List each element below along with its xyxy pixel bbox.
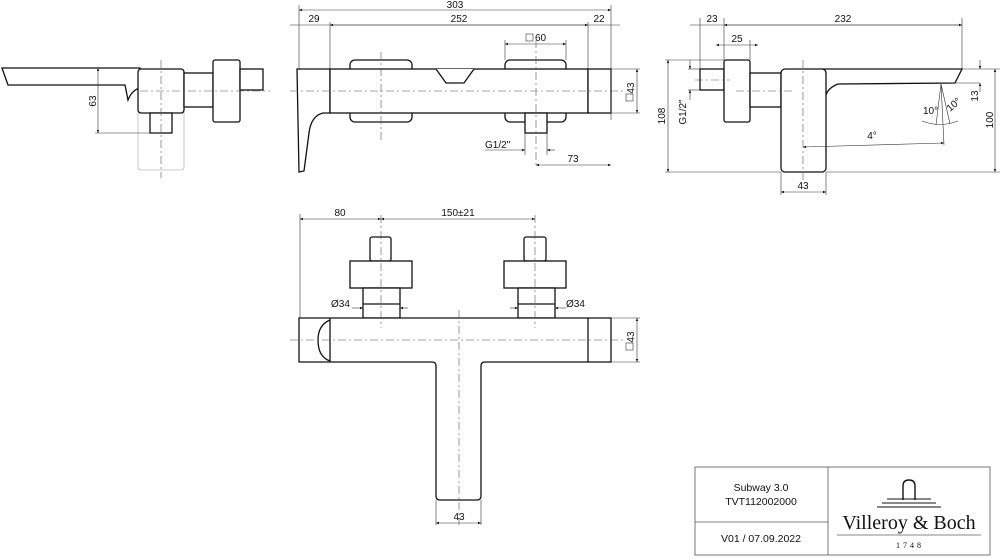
- product-name: Subway 3.0: [734, 482, 789, 494]
- dim-63: 63: [88, 95, 99, 107]
- left-side-view: 63: [1, 59, 270, 178]
- dim-232: 232: [835, 14, 852, 25]
- right-side-view: 23 232 25 108 G1/2" 13 100 10° 10° 4° 43: [657, 14, 1000, 195]
- left-neck: [362, 287, 401, 319]
- dim-13: 13: [970, 90, 981, 102]
- square-symbol: [525, 33, 534, 42]
- body: [780, 68, 827, 173]
- dim-108: 108: [657, 107, 668, 124]
- dim-g12: G1/2": [678, 99, 689, 125]
- product-code: TVT112002000: [725, 496, 797, 508]
- dim-150: 150±21: [441, 208, 475, 219]
- dim-23: 23: [706, 14, 718, 25]
- version-date: V01 / 07.09.2022: [721, 533, 801, 545]
- spout: [296, 68, 331, 173]
- dim-60: 60: [535, 33, 547, 44]
- connector: [183, 72, 214, 108]
- dim-80: 80: [334, 208, 346, 219]
- left-handle-stub: [369, 236, 392, 262]
- dim-43-bottom: 43: [453, 512, 465, 523]
- lower-body-outline: [137, 112, 185, 171]
- spout: [821, 68, 964, 96]
- top-view: 303 29 252 22 60 G1/2" 73 43: [290, 0, 640, 173]
- dim-252: 252: [451, 14, 468, 25]
- dim-100: 100: [985, 111, 996, 128]
- diverter: [435, 68, 475, 84]
- dim-43: 43: [797, 181, 809, 192]
- title-block: Subway 3.0 TVT112002000 V01 / 07.09.2022…: [694, 466, 991, 556]
- brand-name: Villeroy & Boch: [842, 512, 975, 534]
- dim-d34-left: Ø34: [331, 299, 350, 310]
- angle-10-right: 10°: [945, 96, 964, 114]
- spout: [1, 67, 141, 103]
- brand-logo-icon: [877, 479, 941, 508]
- dim-25: 25: [731, 34, 743, 45]
- dim-22: 22: [593, 14, 605, 25]
- dim-43-side: 43: [626, 331, 637, 343]
- dim-73: 73: [567, 154, 579, 165]
- front-view: 80 150±21 Ø34 Ø34 43 43: [290, 208, 640, 525]
- angle-10-left: 10°: [923, 106, 938, 117]
- brand-year: 1748: [896, 541, 924, 550]
- angle-4: 4°: [867, 131, 877, 142]
- dim-303: 303: [447, 0, 464, 11]
- connector: [749, 72, 782, 108]
- body-t-shape: [298, 317, 612, 501]
- dim-d34-right: Ø34: [566, 299, 585, 310]
- stub: [699, 68, 725, 91]
- stub: [239, 68, 264, 91]
- dim-29: 29: [308, 14, 320, 25]
- dim-43: 43: [626, 82, 637, 94]
- right-neck: [517, 287, 556, 319]
- dim-g12: G1/2": [485, 140, 511, 151]
